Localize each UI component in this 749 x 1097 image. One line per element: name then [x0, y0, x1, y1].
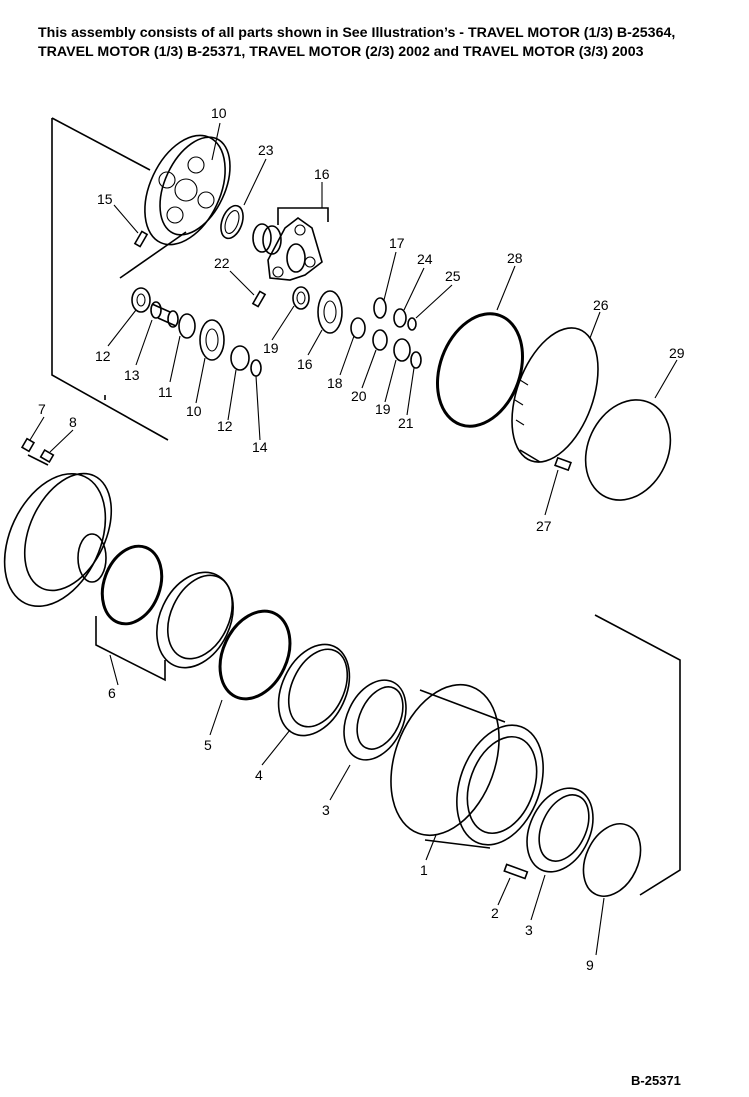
lower-gear-train	[131, 287, 262, 377]
callout-5: 5	[204, 737, 212, 753]
spring-pins	[133, 230, 267, 308]
callout-labels: 10 23 16 15 22 17 24 25 28 26 29 12 13 1…	[38, 105, 685, 973]
callout-3-lower: 3	[525, 922, 533, 938]
callout-13: 13	[124, 367, 140, 383]
callout-17: 17	[389, 235, 405, 251]
callout-4: 4	[255, 767, 263, 783]
callout-7: 7	[38, 401, 46, 417]
callout-10-lower: 10	[186, 403, 202, 419]
bracket-lines	[27, 117, 681, 896]
callout-25: 25	[445, 268, 461, 284]
snap-ring-9	[582, 823, 642, 897]
callout-24: 24	[417, 251, 433, 267]
callout-11: 11	[158, 384, 173, 400]
seal-6	[100, 544, 234, 669]
callout-16-lower: 16	[297, 356, 313, 372]
callout-19-right: 19	[375, 401, 391, 417]
leader-lines	[29, 122, 678, 956]
ring-28	[435, 312, 525, 428]
middle-gear-train	[292, 286, 422, 369]
callout-16-upper: 16	[314, 166, 330, 182]
callout-12-left: 12	[95, 348, 111, 364]
plugs-7-8	[20, 437, 55, 464]
callout-21: 21	[398, 415, 414, 431]
callout-26: 26	[593, 297, 609, 313]
callout-23: 23	[258, 142, 274, 158]
callout-6: 6	[108, 685, 116, 701]
callout-9: 9	[586, 957, 594, 973]
drawing-id: B-25371	[631, 1073, 681, 1088]
motor-flange	[3, 472, 113, 608]
pin-27	[554, 456, 572, 472]
snap-ring-29	[584, 399, 672, 501]
upper-gear-set	[220, 204, 323, 281]
callout-27: 27	[536, 518, 552, 534]
callout-20: 20	[351, 388, 367, 404]
callout-15: 15	[97, 191, 113, 207]
header-note: This assembly consists of all parts show…	[38, 24, 738, 62]
callout-14: 14	[252, 439, 268, 455]
callout-18: 18	[327, 375, 343, 391]
callout-29: 29	[669, 345, 685, 361]
pin-2	[503, 863, 529, 880]
bearing-3-upper	[343, 679, 407, 761]
callout-28: 28	[507, 250, 523, 266]
callout-12-right: 12	[217, 418, 233, 434]
cover-26	[511, 327, 599, 463]
callout-1: 1	[420, 862, 428, 878]
callout-19-left: 19	[263, 340, 279, 356]
callout-8: 8	[69, 414, 77, 430]
bearing-3-lower	[526, 787, 594, 873]
callout-3-upper: 3	[322, 802, 330, 818]
housing-1	[390, 683, 544, 849]
callout-10-upper: 10	[211, 105, 227, 121]
header-line-1: This assembly consists of all parts show…	[38, 25, 676, 41]
ring-5	[218, 609, 292, 701]
callout-22: 22	[214, 255, 230, 271]
header-line-2: TRAVEL MOTOR (1/3) B-25371, TRAVEL MOTOR…	[38, 44, 644, 60]
ring-4	[277, 643, 351, 737]
callout-2: 2	[491, 905, 499, 921]
